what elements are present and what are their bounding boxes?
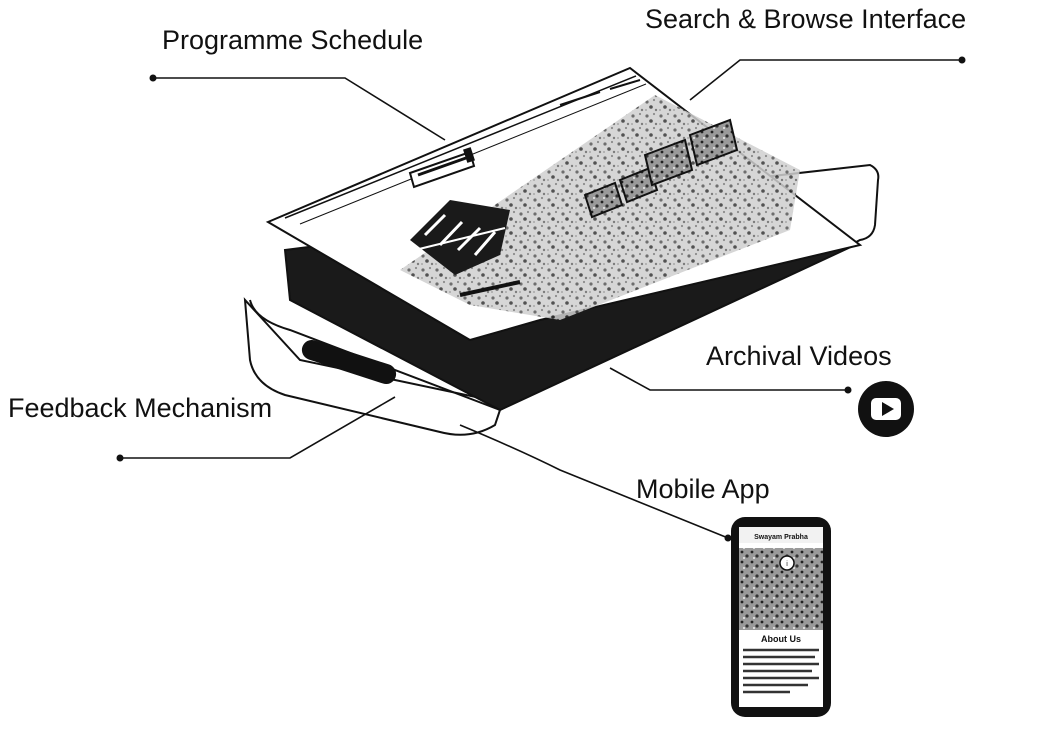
phone-header-text: Swayam Prabha	[754, 534, 808, 541]
feedback-leader	[120, 396, 396, 459]
leader-lines	[120, 59, 962, 539]
screen-layer	[265, 66, 863, 342]
browse-tiles	[583, 118, 739, 219]
archive-leader	[609, 367, 848, 391]
mobile-leader	[459, 424, 729, 539]
phone-body-text-lines	[743, 648, 819, 694]
phone-about-title: About Us	[761, 634, 801, 644]
callout-archival-videos: Archival Videos	[706, 341, 892, 371]
mobile-phone: Swayam Prabha i About Us	[731, 517, 831, 717]
callout-feedback-mechanism: Feedback Mechanism	[8, 393, 273, 423]
schedule-leader	[153, 77, 446, 141]
device-slot	[301, 339, 397, 385]
callout-search-browse: Search & Browse Interface	[645, 4, 967, 34]
leader-dots	[116, 56, 966, 542]
play-icon	[858, 381, 914, 437]
svg-text:i: i	[786, 561, 788, 568]
schedule-grid	[410, 200, 510, 275]
search-leader	[689, 59, 962, 101]
callout-programme-schedule: Programme Schedule	[162, 25, 424, 55]
site-logo	[408, 147, 476, 189]
callout-mobile-app: Mobile App	[636, 474, 770, 504]
